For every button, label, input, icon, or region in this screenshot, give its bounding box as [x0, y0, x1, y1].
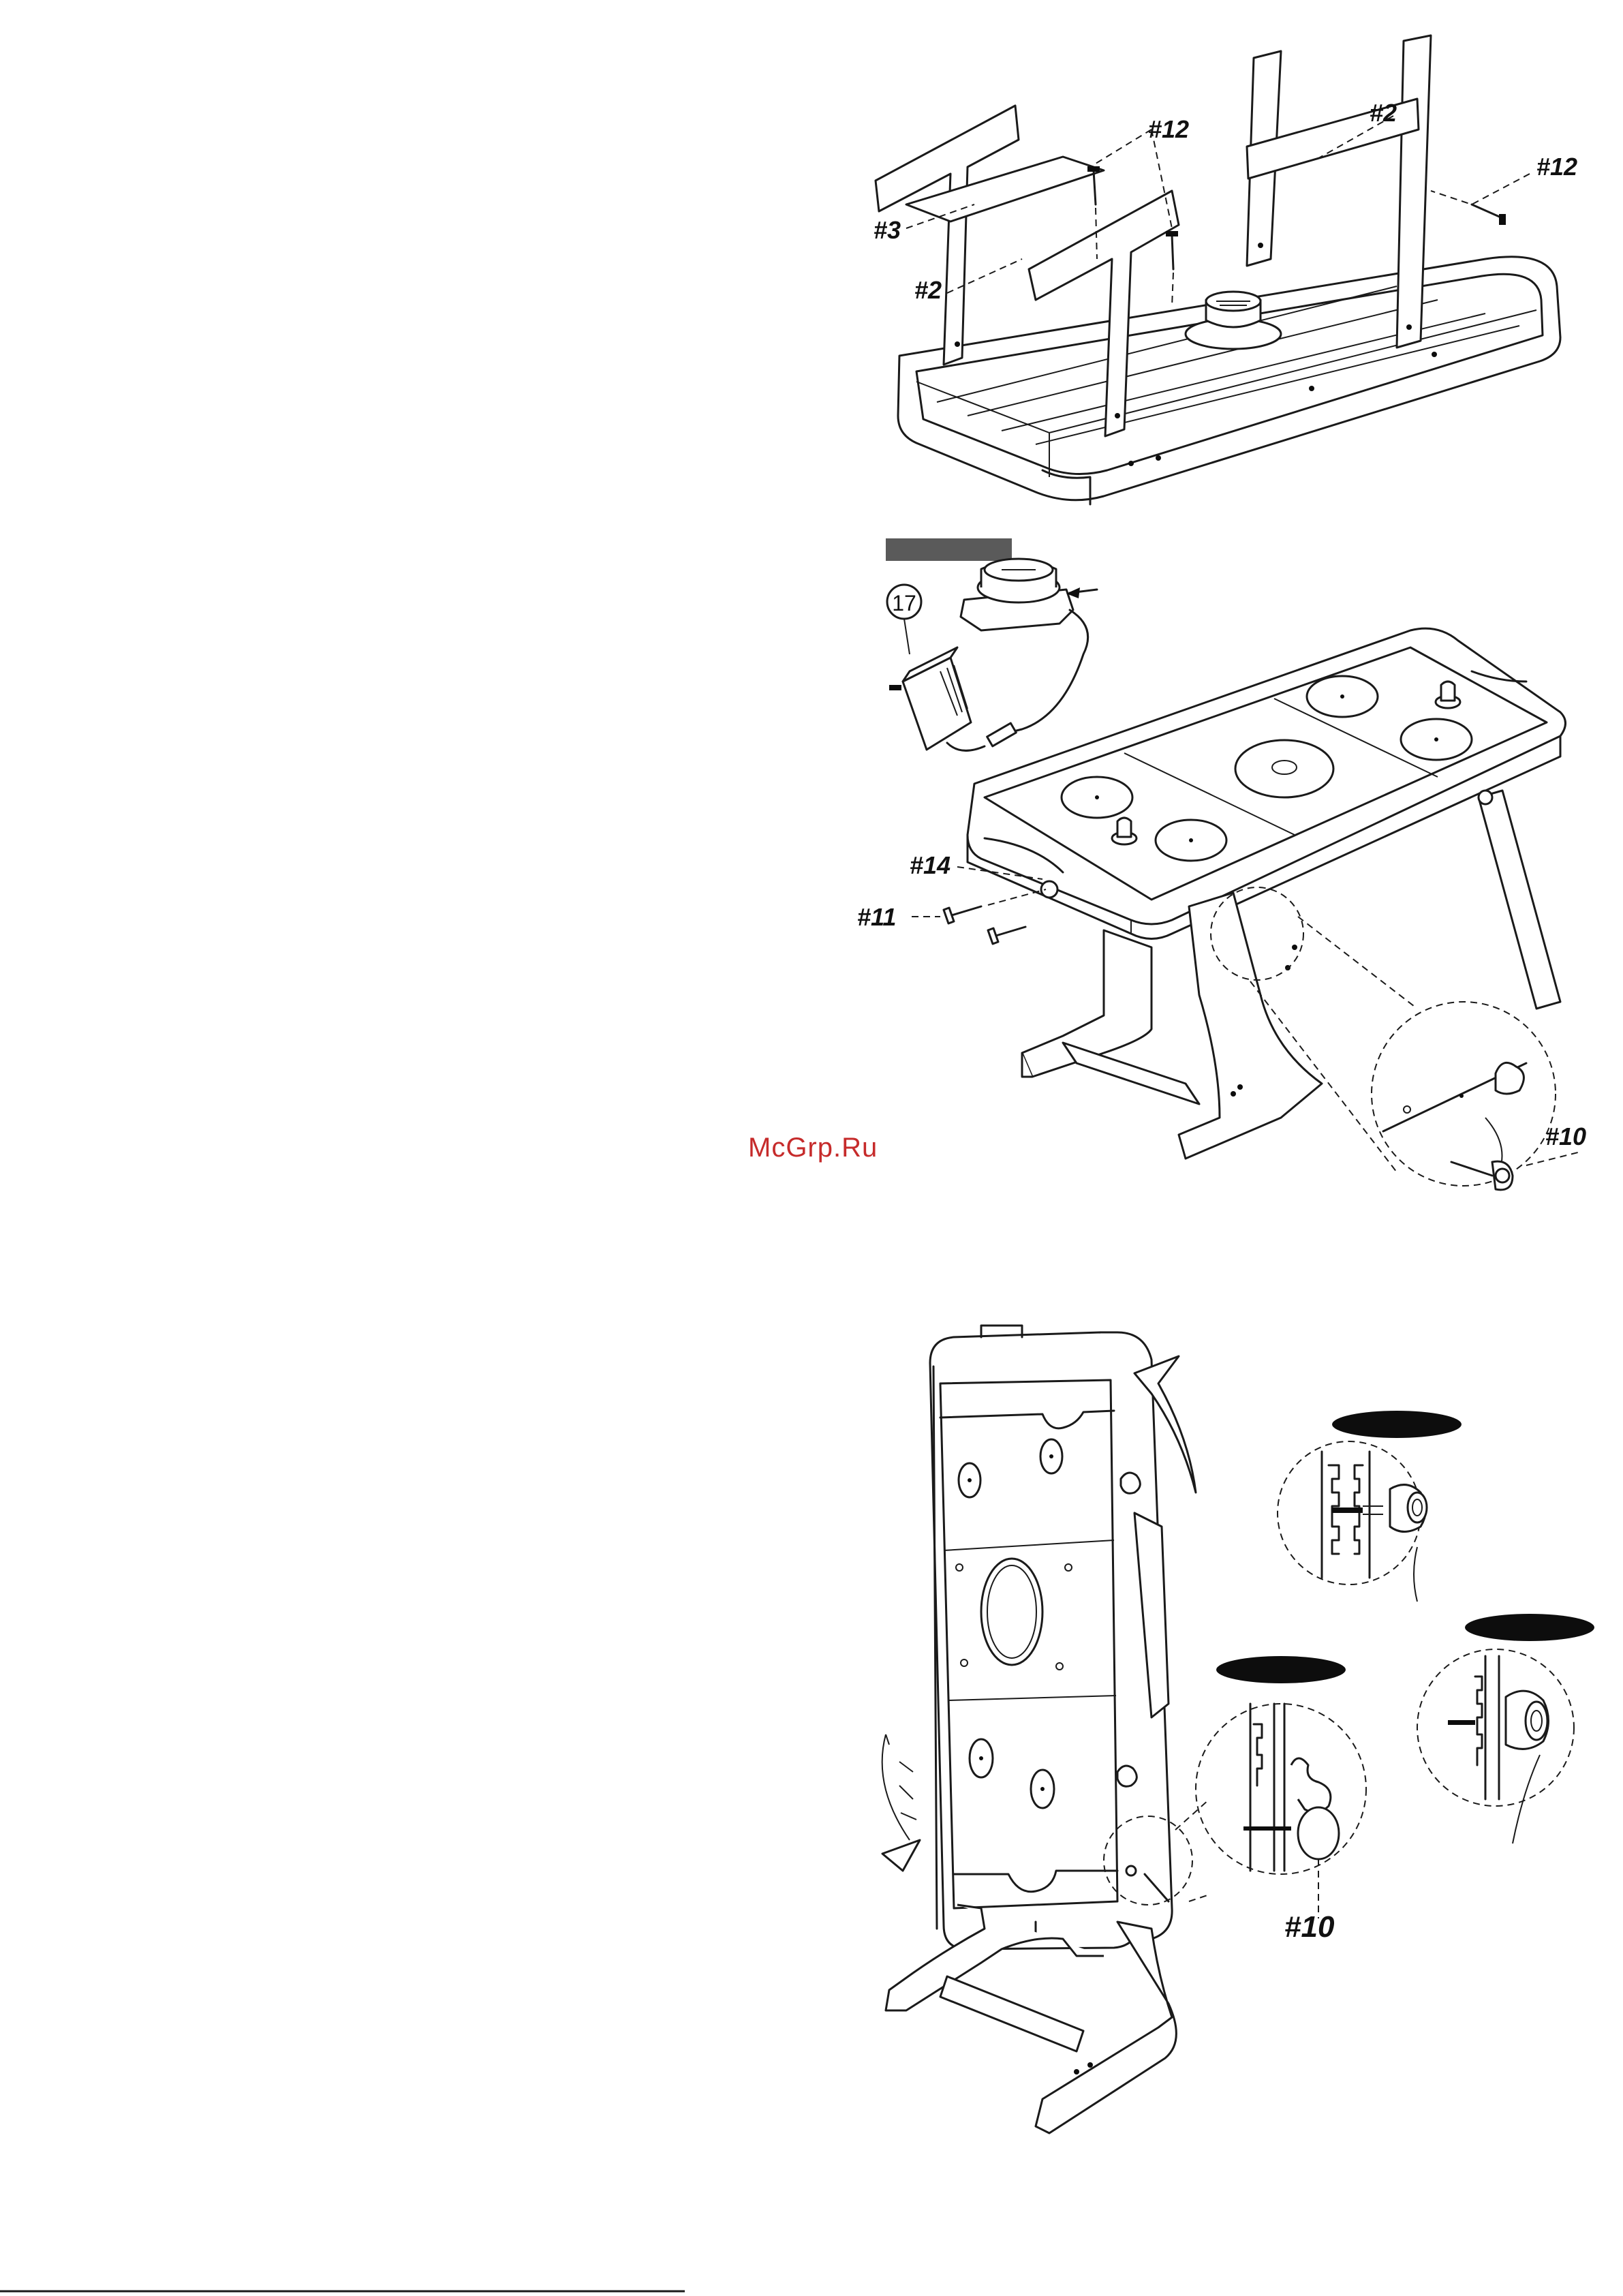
label-part-10-step3: #10: [1284, 1910, 1335, 1944]
label-part-11: #11: [857, 903, 896, 931]
label-part-12-top: #12: [1148, 115, 1189, 143]
label-part-10-step2: #10: [1545, 1122, 1586, 1150]
base-legs: [886, 1905, 1176, 2133]
center-circle: [981, 1559, 1042, 1665]
step3-illustration: #10: [882, 1326, 1594, 2133]
latch-detail: [1243, 1704, 1339, 1918]
detail-callout-magnified: [1196, 1704, 1366, 1874]
label-part-12-right: #12: [1536, 153, 1577, 181]
adapter-part-number: 17: [892, 591, 916, 615]
label-part-2-left: #2: [914, 276, 942, 304]
watermark: McGrp.Ru: [748, 1133, 878, 1163]
power-adapter-icon: [889, 647, 1016, 750]
label-part-14: #14: [910, 851, 950, 879]
folded-table: [930, 1326, 1172, 1949]
step1-illustration: #12 #2 #12 #3 #2: [874, 35, 1577, 504]
label-part-2-right: #2: [1370, 99, 1397, 127]
detail-label-pill: [1332, 1411, 1462, 1438]
screw-icon: [944, 906, 1025, 944]
detail-label-pill: [1465, 1614, 1594, 1641]
rotate-arrow-icon: [882, 1840, 920, 1871]
knob-bolt-detail: [1322, 1452, 1427, 1578]
knob-bolt-detail-tight: [1448, 1656, 1549, 1799]
detail-label-pill: [1216, 1656, 1346, 1683]
wing-bolt-icon: [1451, 1161, 1513, 1190]
caption-bar: [886, 538, 1012, 561]
step2-illustration: 17: [857, 538, 1586, 1190]
center-circle: [1235, 740, 1333, 797]
label-part-3: #3: [874, 216, 901, 244]
detail-callout-magnified: [1417, 1649, 1574, 1806]
blower-unit-icon: [961, 559, 1073, 630]
